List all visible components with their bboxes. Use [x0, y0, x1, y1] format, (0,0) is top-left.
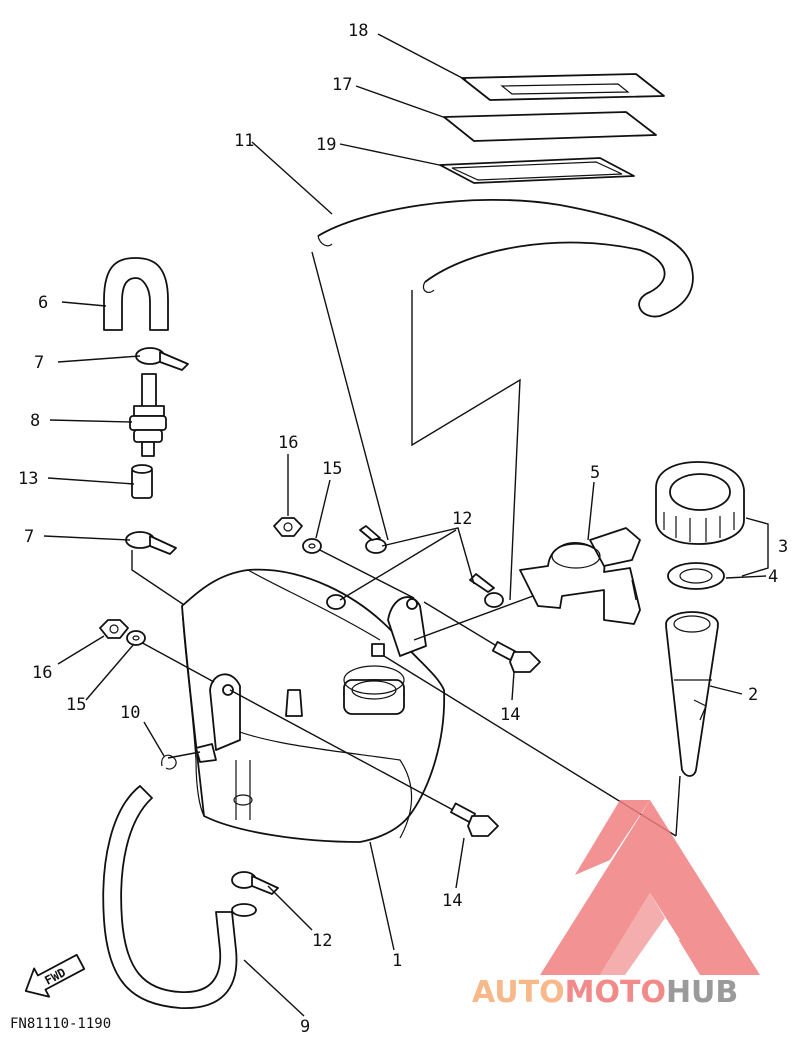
decal-18: [461, 73, 665, 101]
callout-9: 9: [300, 1017, 310, 1037]
callout-2: 2: [748, 685, 758, 705]
clip-12-b: [326, 594, 346, 610]
fuel-cock-8: [129, 373, 167, 457]
clip-10-axis: [167, 751, 201, 759]
clip-12-lower: [231, 871, 279, 895]
clip-7-lower: [125, 531, 177, 555]
watermark-logo: [540, 800, 760, 975]
hose-route-line-2: [311, 251, 389, 541]
tank-fitting: [371, 643, 385, 657]
callout-17: 17: [332, 75, 352, 95]
callout-10: 10: [120, 703, 140, 723]
decal-19: [439, 157, 635, 184]
tank-nozzle: [285, 689, 303, 717]
nut-16-lower: [99, 619, 129, 639]
callout-14-lower: 14: [442, 891, 462, 911]
nut-16-upper: [273, 517, 303, 537]
decal-17: [443, 111, 657, 142]
hose-6: [103, 257, 169, 331]
callout-14-upper: 14: [500, 705, 520, 725]
callout-12-upper: 12: [452, 509, 472, 529]
callout-6: 6: [38, 293, 48, 313]
breather-hose-11: [317, 198, 694, 318]
callout-7-upper: 7: [34, 353, 44, 373]
callout-12-lower: 12: [312, 931, 332, 951]
bolt-14-upper: [491, 640, 541, 673]
filler-neck-2: [665, 611, 719, 777]
callout-15-lower: 15: [66, 695, 86, 715]
callout-19: 19: [316, 135, 336, 155]
callout-leaders: [43, 33, 767, 1017]
callout-3-bracket: [741, 517, 769, 577]
callout-7-lower: 7: [24, 527, 34, 547]
fuel-cap-3: [655, 461, 745, 545]
watermark-part-1: AUTO: [472, 975, 565, 1010]
hose-route-line: [411, 290, 521, 601]
callout-4: 4: [768, 567, 778, 587]
callout-16-lower: 16: [32, 663, 52, 683]
tank-bracket-right: [387, 596, 427, 657]
callout-5: 5: [590, 463, 600, 483]
washer-axis-line-2: [311, 545, 415, 599]
callout-11: 11: [234, 131, 254, 151]
callout-16-upper: 16: [278, 433, 298, 453]
callout-18: 18: [348, 21, 368, 41]
watermark-text: AUTOMOTOHUB: [472, 975, 738, 1010]
clip-10: [161, 754, 177, 770]
watermark-part-3: HUB: [666, 975, 738, 1010]
washer-15-upper: [302, 538, 322, 554]
bolt-axis-line-3: [229, 689, 469, 819]
callout-1: 1: [392, 951, 402, 971]
callout-15-upper: 15: [322, 459, 342, 479]
bolt-axis-line-2: [423, 601, 501, 649]
callout-3: 3: [778, 537, 788, 557]
fuel-tank-1: [181, 568, 446, 843]
callout-8: 8: [30, 411, 40, 431]
filler-axis-line-2: [675, 775, 681, 837]
clip-12-c: [469, 573, 504, 608]
bolt-14-lower: [450, 802, 499, 837]
drain-hose-9: [102, 785, 257, 1009]
diagram-code: FN81110-1190: [10, 1016, 111, 1032]
pipe-13: [131, 464, 153, 499]
gasket-4: [667, 562, 725, 590]
watermark-part-2: MOTO: [565, 975, 666, 1010]
washer-axis-line: [136, 639, 215, 683]
callout-13: 13: [18, 469, 38, 489]
clip-12-a: [359, 525, 387, 554]
bracket-5: [519, 527, 641, 625]
fwd-arrow: FWD: [24, 953, 86, 998]
washer-15-lower: [126, 630, 146, 646]
tank-outlet: [195, 743, 217, 763]
clip-7-upper: [135, 347, 189, 371]
